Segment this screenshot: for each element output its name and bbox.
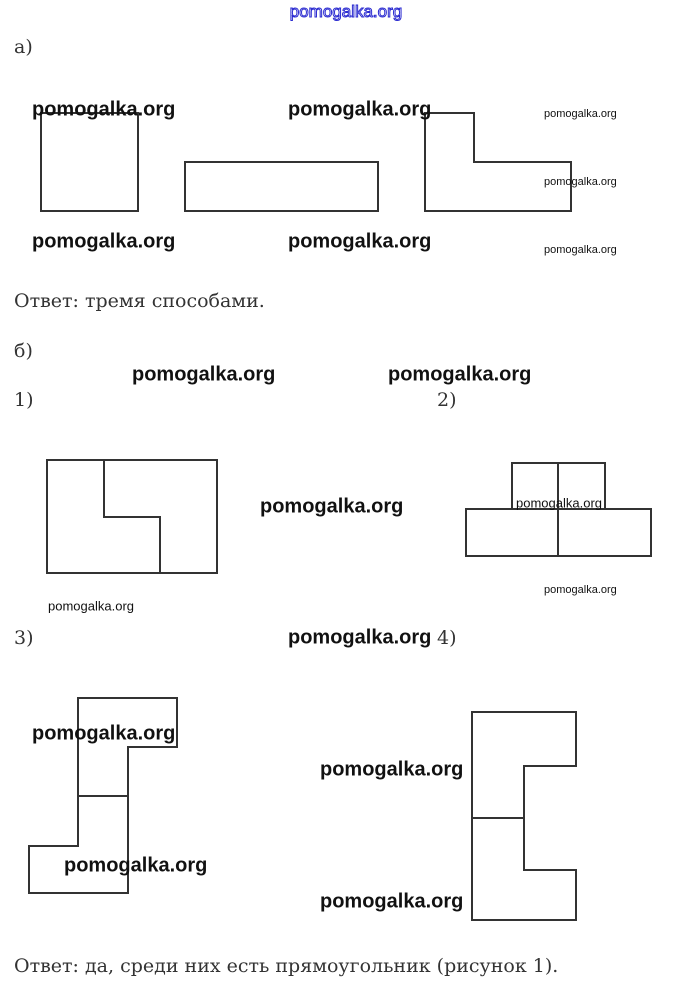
part-b-label: б) [14, 340, 33, 362]
watermark: pomogalka.org [32, 230, 176, 253]
watermark: pomogalka.org [544, 108, 617, 120]
figure-a-l-shape [424, 112, 572, 212]
watermark: pomogalka.org [388, 363, 532, 386]
watermark: pomogalka.org [516, 495, 602, 511]
watermark: pomogalka.org [288, 626, 432, 649]
part-b-answer: Ответ: да, среди них есть прямоугольник … [14, 955, 559, 977]
fig1-label: 1) [14, 389, 34, 411]
watermark: pomogalka.org [320, 758, 464, 781]
watermark: pomogalka.org [544, 244, 617, 256]
watermark: pomogalka.org [320, 890, 464, 913]
watermark: pomogalka.org [544, 176, 617, 188]
fig2-label: 2) [437, 389, 457, 411]
watermark: pomogalka.org [32, 722, 176, 745]
watermark: pomogalka.org [544, 584, 617, 596]
header-watermark: pomogalka.org [289, 2, 403, 22]
watermark: pomogalka.org [32, 98, 176, 121]
figure-b2-bottom [465, 508, 652, 557]
figure-a-square [40, 112, 139, 212]
figure-b3-outline [28, 697, 178, 894]
watermark: pomogalka.org [260, 495, 404, 518]
figure-b1-outline [46, 459, 218, 574]
fig3-label: 3) [14, 627, 34, 649]
fig4-label: 4) [437, 627, 457, 649]
watermark: pomogalka.org [288, 98, 432, 121]
watermark: pomogalka.org [288, 230, 432, 253]
watermark: pomogalka.org [48, 598, 134, 614]
watermark: pomogalka.org [64, 854, 208, 877]
figure-b1-cut [103, 460, 161, 573]
watermark: pomogalka.org [132, 363, 276, 386]
part-a-label: а) [14, 36, 33, 58]
figure-a-rectangle [184, 161, 379, 212]
figure-b4-outline [471, 711, 577, 921]
part-a-answer: Ответ: тремя способами. [14, 290, 265, 312]
